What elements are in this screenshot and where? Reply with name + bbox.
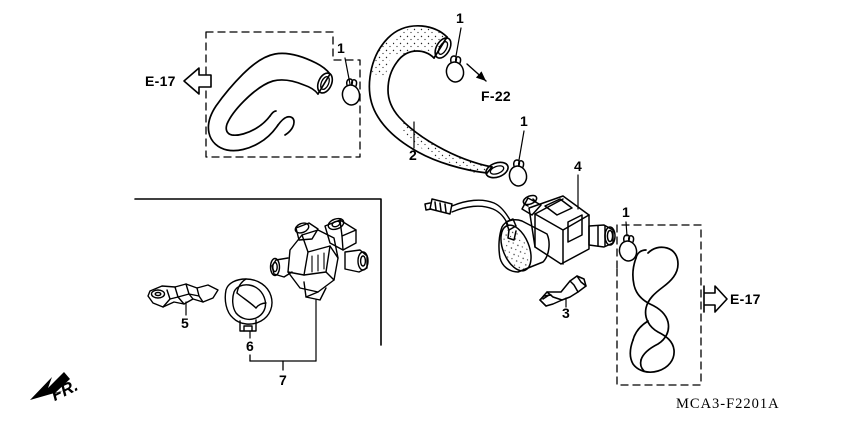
callout-number-5: 5 — [181, 315, 189, 331]
fr-direction-arrow — [30, 372, 70, 400]
leader-lines-clamps — [344, 27, 628, 237]
callout-number-1d: 1 — [622, 204, 630, 220]
reference-label-e17-right[interactable]: E-17 — [730, 291, 761, 307]
water-pump-assembly-part4 — [424, 174, 616, 273]
diagram-code-caption: MCA3-F2201A — [676, 396, 780, 412]
callout-7-bracket — [249, 354, 317, 371]
callout-number-2: 2 — [409, 147, 417, 163]
callout-number-3: 3 — [562, 305, 570, 321]
reference-label-f22[interactable]: F-22 — [481, 88, 511, 104]
solenoid-valve-assembly-part7 — [269, 217, 369, 362]
mount-bracket-part5 — [147, 283, 219, 316]
reference-arrow-e17-right — [703, 285, 728, 313]
callout-number-7: 7 — [279, 372, 287, 388]
rubber-mount-ring-part6 — [224, 278, 273, 339]
reference-arrow-f22 — [466, 63, 487, 82]
hose-clamp-1a — [341, 78, 361, 106]
pump-stay-bracket-part3 — [539, 275, 587, 308]
callout-number-6: 6 — [246, 338, 254, 354]
callout-number-1a: 1 — [337, 40, 345, 56]
dashed-group-box-top-left — [205, 31, 361, 158]
reference-arrow-e17-left — [183, 67, 212, 95]
hose-water-long-part2 — [368, 25, 509, 179]
hose-clamp-1c — [508, 159, 528, 187]
hose-e17-right — [629, 246, 679, 374]
hose-clamp-1d — [618, 234, 638, 262]
callout-number-1c: 1 — [520, 113, 528, 129]
reference-label-e17-left[interactable]: E-17 — [145, 73, 176, 89]
hose-e17-left — [207, 52, 334, 152]
dashed-group-box-right — [616, 224, 702, 386]
callout-number-4: 4 — [574, 158, 582, 174]
callout-number-1b: 1 — [456, 10, 464, 26]
hose-clamp-1b — [445, 55, 465, 83]
group-box-bottom-left — [134, 198, 382, 346]
